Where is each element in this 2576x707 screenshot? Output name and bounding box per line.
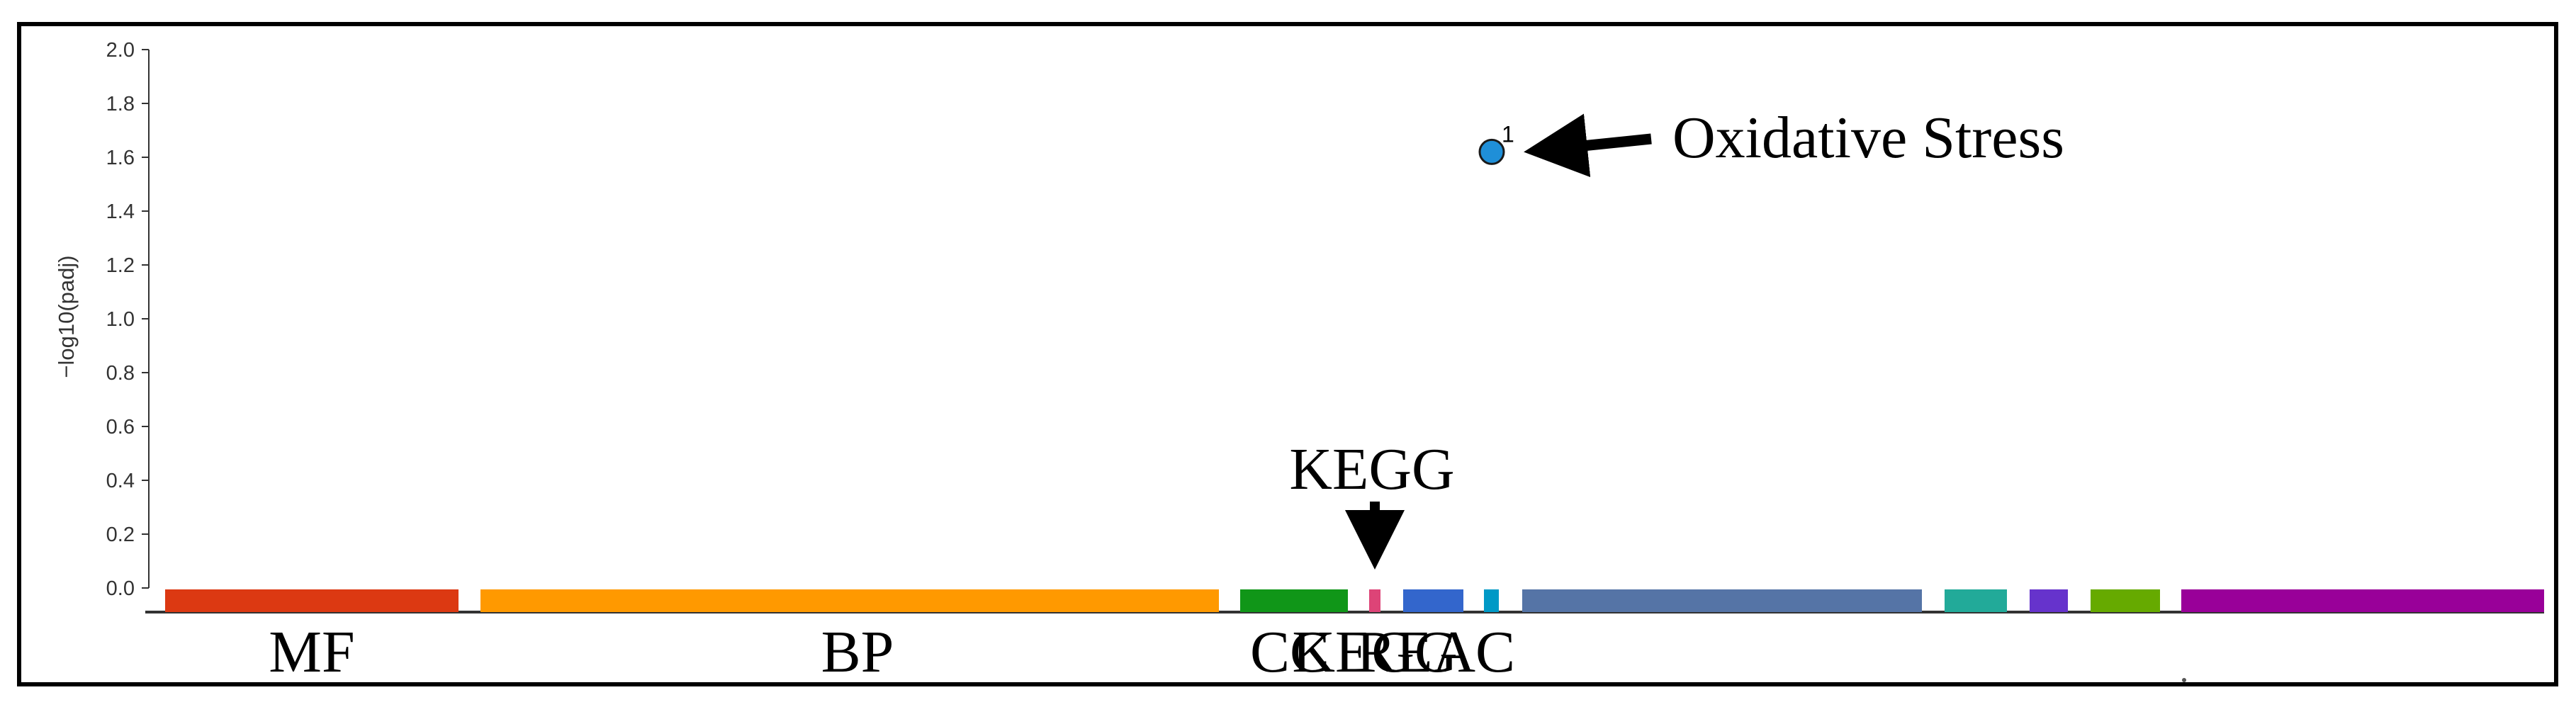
source-label-reac: REAC <box>1356 619 1515 685</box>
oxidative-stress-annotation: Oxidative Stress <box>1524 105 2064 178</box>
source-bar-mf <box>165 589 459 612</box>
y-tick-label: 1.0 <box>106 308 135 331</box>
source-bar-tf <box>1522 589 1922 612</box>
source-bar-cc <box>1240 589 1348 612</box>
y-tick-label: 2.0 <box>106 39 135 62</box>
source-bar-mirna <box>1945 589 2007 612</box>
source-bar-corum <box>2091 589 2160 612</box>
source-bar-wp <box>1484 589 1499 612</box>
y-tick-label: 1.8 <box>106 93 135 115</box>
source-bar-hpa <box>2030 589 2068 612</box>
y-axis: 0.0 0.2 0.4 0.6 0.8 1.0 1.2 1.4 1.6 1.8 2.0 <box>106 39 150 600</box>
source-bar-hp <box>2181 589 2544 612</box>
y-tick-label: 0.0 <box>106 577 135 600</box>
source-bar-bp <box>480 589 1219 612</box>
source-bar-reac <box>1403 589 1463 612</box>
data-point-label: 1 <box>1502 121 1514 147</box>
source-label-cc: CC <box>1250 619 1329 685</box>
y-tick-label: 1.6 <box>106 147 135 169</box>
kegg-label: KEGG <box>1289 436 1454 502</box>
y-axis-label: −log10(padj) <box>54 255 79 378</box>
y-tick-label: 1.2 <box>106 254 135 277</box>
y-tick-label: 0.6 <box>106 416 135 439</box>
oxidative-stress-arrow <box>1524 113 1652 178</box>
y-tick-label: 0.8 <box>106 362 135 385</box>
figure-border <box>17 22 2558 686</box>
data-points: 1 <box>1478 121 1514 165</box>
source-label-kegg: KEGG <box>1292 619 1457 685</box>
source-label-bp: BP <box>821 619 894 685</box>
y-tick-label: 0.2 <box>106 524 135 546</box>
source-bar-kegg <box>1369 589 1380 612</box>
source-bars <box>165 589 2544 612</box>
y-tick-label: 1.4 <box>106 200 135 223</box>
data-point-1[interactable] <box>1478 138 1505 165</box>
source-label-mf: MF <box>269 619 354 685</box>
oxidative-stress-label: Oxidative Stress <box>1672 105 2064 171</box>
decorative-dot <box>2182 678 2186 682</box>
y-tick-label: 0.4 <box>106 470 135 492</box>
kegg-annotation: KEGG <box>1289 436 1455 570</box>
